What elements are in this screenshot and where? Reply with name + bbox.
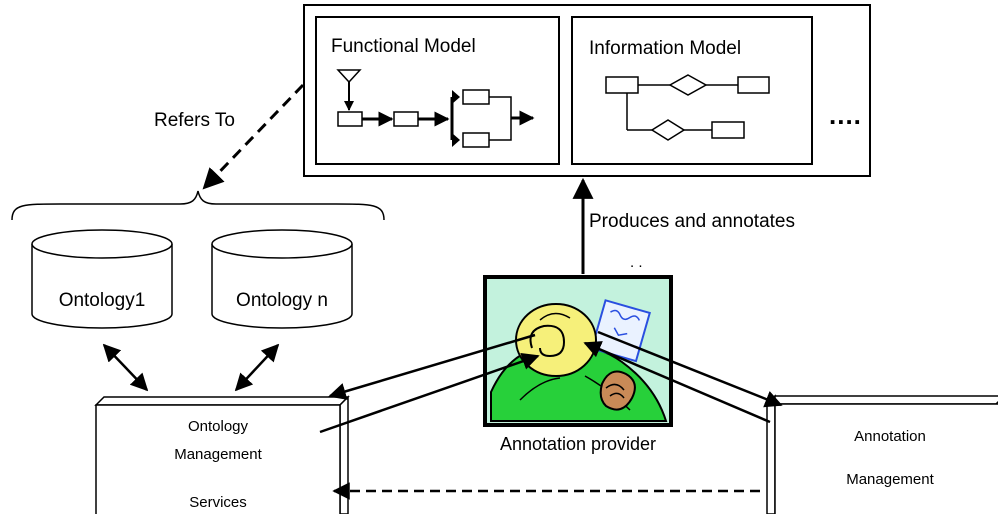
ontology-n-link-arrow (234, 343, 280, 392)
refers-to-arrow (202, 83, 305, 190)
annotation-management-to-provider-arrow (583, 341, 771, 424)
ontology1-label: Ontology1 (58, 290, 146, 311)
ontology-management-label-line1: Ontology (187, 418, 249, 435)
information-entity-graphic (605, 74, 770, 141)
ontology-n-label: Ontology n (236, 290, 328, 311)
refers-to-label: Refers To (154, 110, 235, 131)
ontology1-link-arrow (102, 343, 149, 392)
functional-model-title: Functional Model (331, 36, 476, 57)
annotation-provider-label: Annotation provider (499, 434, 657, 454)
functional-flow-graphic (336, 69, 535, 148)
ontology-management-label-line3: Services (189, 494, 247, 511)
annotation-management-box (765, 394, 998, 514)
ontology-n-cylinder (211, 229, 353, 329)
ontology-management-box (94, 395, 350, 514)
information-model-title: Information Model (589, 38, 742, 59)
produces-annotates-label: Produces and annotates (589, 211, 795, 232)
provider-to-ontology-services-arrow (328, 333, 536, 400)
ontology-management-label-line2: Management (174, 446, 262, 463)
functional-model-box (315, 16, 560, 165)
ontology1-cylinder (31, 229, 173, 329)
stray-dots: . . (630, 254, 643, 271)
more-models-ellipsis: .... (829, 100, 862, 130)
ontology-group-brace (11, 190, 385, 221)
ontology-services-to-provider-arrow (319, 352, 540, 434)
annotation-management-label-line1: Annotation (854, 428, 926, 445)
provider-to-annotation-management-arrow (597, 330, 783, 408)
annotation-management-label-line2: Management (846, 471, 934, 488)
